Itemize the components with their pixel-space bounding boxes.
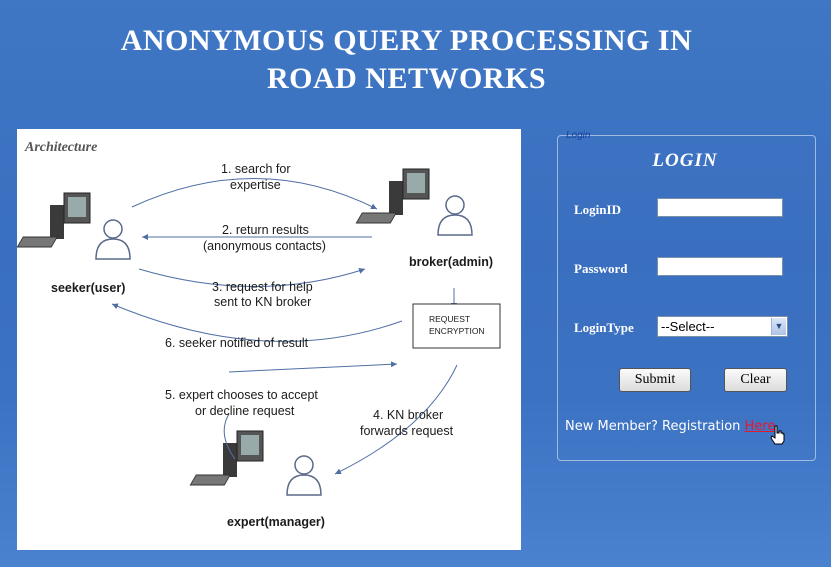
loginid-label: LoginID	[574, 202, 621, 217]
hand-cursor-icon	[770, 425, 785, 445]
architecture-svg: Architecture seeker(user) broker(admin) …	[17, 140, 501, 529]
logintype-select[interactable]: --Select-- ▼	[657, 316, 788, 337]
title-line-1: ANONYMOUS QUERY PROCESSING IN	[120, 24, 693, 57]
request-encryption-box	[412, 303, 501, 349]
registration-text: New Member? Registration Here	[565, 419, 775, 434]
broker-computer-icon	[355, 168, 430, 224]
login-heading: LOGIN	[652, 150, 718, 171]
broker-label: broker(admin)	[409, 255, 493, 269]
expert-computer-icon	[189, 430, 264, 486]
seeker-label: seeker(user)	[51, 281, 125, 295]
registration-link[interactable]: Here	[744, 419, 776, 434]
step2-line1: 2. return results	[222, 223, 309, 237]
step1-line2: expertise	[230, 178, 281, 192]
submit-button[interactable]: Submit	[619, 368, 691, 392]
loginid-input[interactable]	[657, 198, 783, 217]
broker-user-icon	[437, 195, 473, 236]
step5-line1: 5. expert chooses to accept	[165, 388, 318, 402]
seeker-user-icon	[95, 219, 131, 260]
expert-user-icon	[286, 455, 322, 496]
step3-line2: sent to KN broker	[214, 295, 311, 309]
title-line-2: ROAD NETWORKS	[266, 62, 547, 95]
step5-line2: or decline request	[195, 404, 295, 418]
step6-label: 6. seeker notified of result	[165, 336, 309, 350]
step4-line2: forwards request	[360, 424, 454, 438]
logintype-selected: --Select--	[661, 319, 715, 334]
expert-label: expert(manager)	[227, 515, 325, 529]
box-line-2: ENCRYPTION	[429, 326, 485, 336]
step3-line1: 3. request for help	[212, 280, 313, 294]
login-legend: Login	[566, 130, 591, 141]
step2-line2: (anonymous contacts)	[203, 239, 326, 253]
registration-prompt: New Member? Registration	[565, 419, 745, 434]
box-line-1: REQUEST	[429, 314, 470, 324]
seeker-computer-icon	[17, 192, 91, 248]
step1-line1: 1. search for	[221, 162, 290, 176]
login-panel: Login LOGIN LoginID Password LoginType -…	[557, 130, 816, 461]
architecture-heading: Architecture	[24, 140, 97, 155]
password-label: Password	[574, 261, 628, 276]
password-input[interactable]	[657, 257, 783, 276]
page-title: ANONYMOUS QUERY PROCESSING IN ROAD NETWO…	[0, 22, 813, 98]
chevron-down-icon[interactable]: ▼	[771, 318, 786, 335]
step4-line1: 4. KN broker	[373, 408, 443, 422]
logintype-label: LoginType	[574, 320, 634, 335]
architecture-diagram: Architecture seeker(user) broker(admin) …	[17, 129, 521, 550]
clear-button[interactable]: Clear	[724, 368, 787, 392]
